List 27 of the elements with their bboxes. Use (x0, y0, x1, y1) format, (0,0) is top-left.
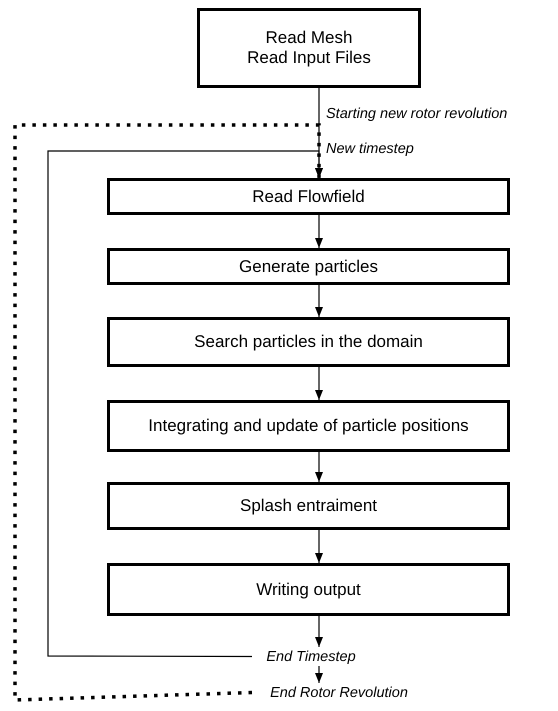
box-text: Generate particles (239, 256, 378, 276)
arrow (315, 215, 323, 248)
box-text: Writing output (256, 580, 361, 600)
dotted-arrow (13, 123, 323, 702)
process-box (107, 178, 510, 215)
arrow (315, 367, 323, 400)
flow-label: End Rotor Revolution (270, 684, 408, 700)
process-box (107, 563, 510, 616)
process-box (197, 8, 421, 88)
box-text: Read Input Files (247, 48, 371, 68)
process-box (107, 317, 510, 367)
flow-label: Starting new rotor revolution (326, 106, 508, 122)
flow-label: New timestep (326, 141, 414, 157)
arrow (315, 530, 323, 563)
process-box (107, 482, 510, 530)
arrow (315, 666, 323, 683)
process-box (107, 248, 510, 285)
process-box (107, 400, 510, 452)
box-text: Search particles in the domain (194, 332, 423, 352)
arrow (315, 616, 323, 647)
box-text: Integrating and update of particle positions (148, 416, 469, 436)
flow-label: End Timestep (266, 648, 356, 664)
box-text: Read Flowfield (252, 186, 365, 206)
box-text: Splash entraiment (240, 496, 378, 516)
arrow (315, 452, 323, 482)
arrow (315, 285, 323, 317)
box-text: Read Mesh (266, 28, 352, 48)
